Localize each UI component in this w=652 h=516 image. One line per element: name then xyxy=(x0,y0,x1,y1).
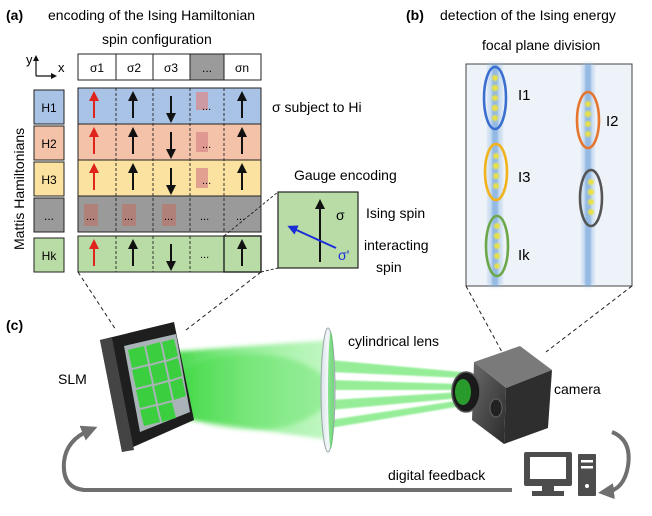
cell-ellipsis: ... xyxy=(86,211,95,223)
xy-axis-icon: y x xyxy=(26,52,65,79)
cell-ellipsis: ... xyxy=(124,211,133,223)
interacting-label: interacting xyxy=(364,237,429,253)
col-sigma-3: σ3 xyxy=(164,61,178,75)
axis-x-label: x xyxy=(58,60,65,75)
panel-a-title: encoding of the Ising Hamiltonian xyxy=(48,7,255,23)
cell-ellipsis: ... xyxy=(202,139,211,151)
computer-icon xyxy=(524,452,596,496)
lens-label: cylindrical lens xyxy=(348,333,439,349)
spin-grid: ... ... ... ... ... ... ... ... ... xyxy=(77,87,262,273)
feedback-label: digital feedback xyxy=(388,467,486,483)
panel-a-tag: (a) xyxy=(6,7,23,23)
col-sigma-n: σn xyxy=(235,61,249,75)
row-label-hk: Hk xyxy=(42,249,58,263)
cylindrical-lens xyxy=(320,327,336,453)
gauge-title: Gauge encoding xyxy=(294,167,397,183)
mattis-label: Mattis Hamiltonians xyxy=(11,128,27,250)
ellipse-I1 xyxy=(482,65,508,131)
spot-label-Ik: Ik xyxy=(518,247,530,264)
spin-label: spin xyxy=(376,259,402,275)
col-sigma-2: σ2 xyxy=(127,61,141,75)
cell-ellipsis: ... xyxy=(200,211,209,223)
row-labels: H1 H2 H3 ... Hk xyxy=(33,89,65,273)
cell-ellipsis: ... xyxy=(164,211,173,223)
panel-c-tag: (c) xyxy=(6,317,23,333)
cell-ellipsis: ... xyxy=(236,211,245,223)
panel-b-tag: (b) xyxy=(406,7,424,23)
gauge-sigma: σ xyxy=(336,207,345,223)
connector-focal-camera xyxy=(465,285,503,353)
ellipse-I3 xyxy=(483,142,509,202)
spot-label-I1: I1 xyxy=(518,87,531,104)
connector-grid-slm xyxy=(77,271,117,331)
ellipse-I4 xyxy=(578,168,604,228)
ellipse-Ik xyxy=(484,214,510,278)
cell-ellipsis: ... xyxy=(200,249,209,261)
cell-ellipsis: ... xyxy=(202,175,211,187)
row-label-h3: H3 xyxy=(41,173,57,187)
row-label-ellipsis: ... xyxy=(44,209,54,223)
axis-y-label: y xyxy=(26,52,33,67)
sigma-subject-annotation: σ subject to Hi xyxy=(272,99,362,115)
gauge-encoding-inset: Gauge encoding σ σ' Ising spin interacti… xyxy=(223,167,429,275)
laser-beam xyxy=(170,340,462,440)
spin-config-label: spin configuration xyxy=(102,31,212,47)
row-label-h2: H2 xyxy=(41,137,57,151)
col-sigma-1: σ1 xyxy=(90,61,104,75)
spin-arrows xyxy=(89,91,247,271)
camera-device xyxy=(451,346,552,444)
column-header: σ1 σ2 σ3 ... σn xyxy=(77,53,262,81)
spot-label-I2: I2 xyxy=(606,113,619,130)
gauge-sigma-prime: σ' xyxy=(338,247,349,263)
feedback-arrow-icon xyxy=(61,425,631,500)
focal-plane-image: I1 I2 I3 Ik xyxy=(465,63,633,287)
interacting-spin-arrow-icon xyxy=(287,225,337,249)
camera-label: camera xyxy=(554,381,601,397)
row-label-h1: H1 xyxy=(41,101,57,115)
col-ellipsis: ... xyxy=(202,61,212,75)
connector-focal-camera xyxy=(545,285,633,353)
ellipse-I2 xyxy=(575,90,601,150)
connector-grid-slm xyxy=(185,271,262,331)
panel-b-title: detection of the Ising energy xyxy=(440,7,616,23)
spot-label-I3: I3 xyxy=(518,169,531,186)
focal-plane-label: focal plane division xyxy=(482,37,600,53)
cell-ellipsis: ... xyxy=(202,101,211,113)
ising-spin-label: Ising spin xyxy=(366,205,425,221)
slm-device xyxy=(100,322,194,452)
slm-label: SLM xyxy=(58,371,87,387)
